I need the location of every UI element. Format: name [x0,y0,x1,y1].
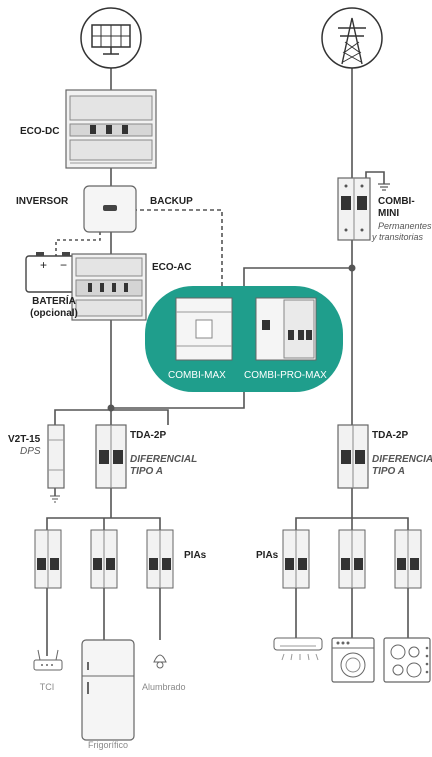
pias-left-label: PIAs [184,550,207,561]
junction-dots [107,264,356,412]
tda-right-device [337,424,369,489]
lamp-icon [153,654,167,669]
pia-left-2 [90,529,118,589]
tda-left-device [95,424,127,489]
combi-pro-max-label: COMBI-PRO-MAX [244,370,327,381]
tci-label: TCI [39,682,55,692]
pia-right-2 [338,529,366,589]
pia-left-3 [146,529,174,589]
v2t-15-device [47,424,65,503]
permanentes-label-2: y transitorias [372,232,424,242]
power-tower-icon [321,7,383,69]
combi-mini-label-2: MINI [378,208,400,219]
cooktop-icon [383,637,431,683]
pias-right-label: PIAs [256,550,279,561]
combi-max-label: COMBI-MAX [168,370,226,381]
bateria-optional-label: (opcional) [30,308,78,319]
washing-machine-icon [331,637,375,683]
pia-right-1 [282,529,310,589]
tda-left-label: TDA-2P [130,430,167,441]
tda-right-label: TDA-2P [372,430,409,441]
combi-mini-label-1: COMBI- [378,196,415,207]
dps-label: DPS [20,446,41,457]
alumbrado-label: Alumbrado [142,682,186,692]
battery-plus: + [40,258,48,272]
eco-ac-panel [71,253,147,321]
diferencial-left-label-1: DIFERENCIAL [130,454,198,465]
fridge-icon [81,639,135,741]
wires [46,62,409,656]
inversor-device [83,185,137,233]
pia-left-1 [34,529,62,589]
diferencial-left-label-2: TIPO A [130,466,163,477]
permanentes-label-1: Permanentes [378,221,432,231]
backup-label: BACKUP [150,196,193,207]
bateria-label: BATERÍA [32,296,76,307]
eco-ac-label: ECO-AC [152,262,192,273]
router-icon [33,649,63,671]
frigorifico-label: Frigorífico [87,740,128,750]
pia-right-3 [394,529,422,589]
diferencial-right-label-2: TIPO A [372,466,405,477]
air-conditioner-icon [273,637,323,661]
battery-minus: − [60,258,68,272]
diferencial-right-label-1: DIFERENCIAL [372,454,432,465]
inversor-label: INVERSOR [16,196,69,207]
combi-max-group [145,286,343,392]
eco-dc-panel [65,89,157,169]
v2t15-label: V2T-15 [8,434,41,445]
solar-panel-icon [80,7,142,69]
combi-mini-device [337,177,371,241]
ground-symbol [378,183,390,191]
eco-dc-label: ECO-DC [20,126,60,137]
